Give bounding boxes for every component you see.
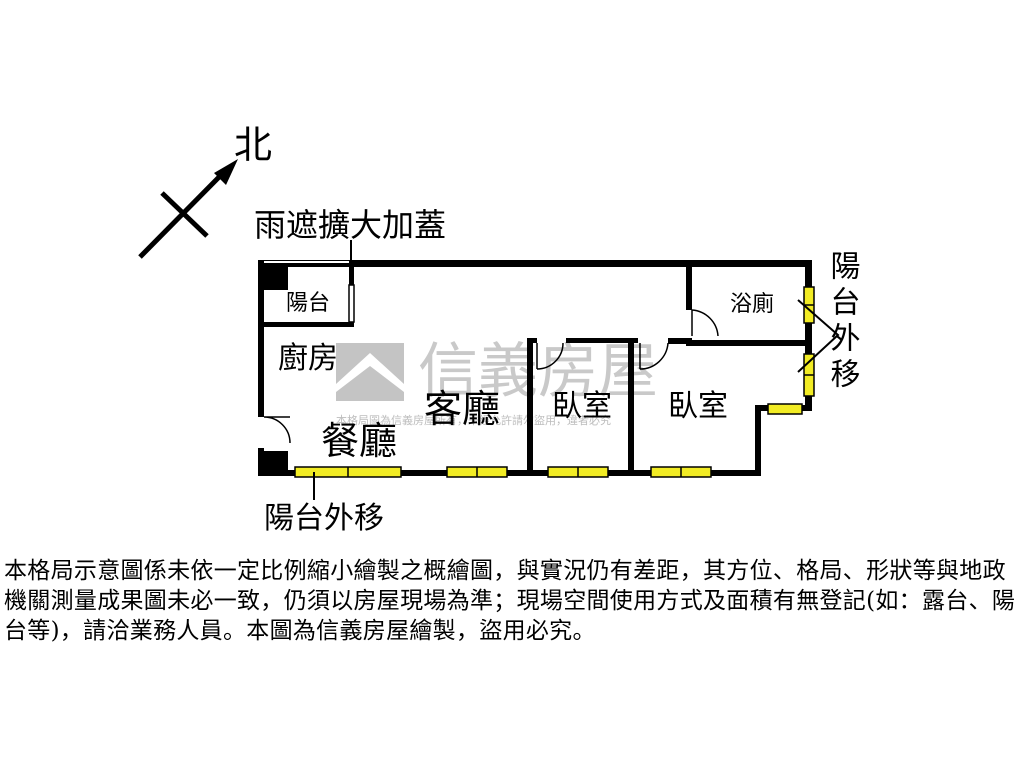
watermark-logo-icon — [336, 343, 404, 401]
balcony-door — [348, 284, 355, 323]
windows — [294, 286, 815, 478]
north-label: 北 — [234, 123, 272, 167]
room-living: 客廳 — [424, 387, 500, 431]
doors — [263, 309, 719, 444]
room-bathroom: 浴廁 — [730, 292, 774, 317]
disclaimer-text: 本格局示意圖係未依一定比例縮小繪製之概繪圖，與實況仍有差距，其方位、格局、形狀等… — [4, 558, 1016, 644]
room-dining: 餐廳 — [321, 419, 397, 463]
canopy-annotation: 雨遮擴大加蓋 — [254, 206, 446, 244]
room-bedroom-2: 臥室 — [668, 389, 728, 424]
balcony-right-annotation: 陽台外移 — [825, 250, 861, 394]
balcony-bottom-annotation: 陽台外移 — [264, 501, 384, 536]
balcony-right-leader — [797, 299, 840, 373]
floor-plan: 信義房屋 本格局圖為信義房屋所有，未經允許請勿盜用，違者必究 北 雨遮擴大加蓋 — [138, 123, 861, 536]
watermark-brand: 信義房屋 — [418, 337, 658, 407]
north-arrow-icon — [138, 159, 238, 259]
watermark-notice: 本格局圖為信義房屋所有，未經允許請勿盜用，違者必究 — [336, 413, 611, 427]
room-bedroom-1: 臥室 — [552, 389, 612, 424]
room-balcony: 陽台 — [286, 291, 330, 316]
room-kitchen: 廚房 — [278, 341, 338, 376]
